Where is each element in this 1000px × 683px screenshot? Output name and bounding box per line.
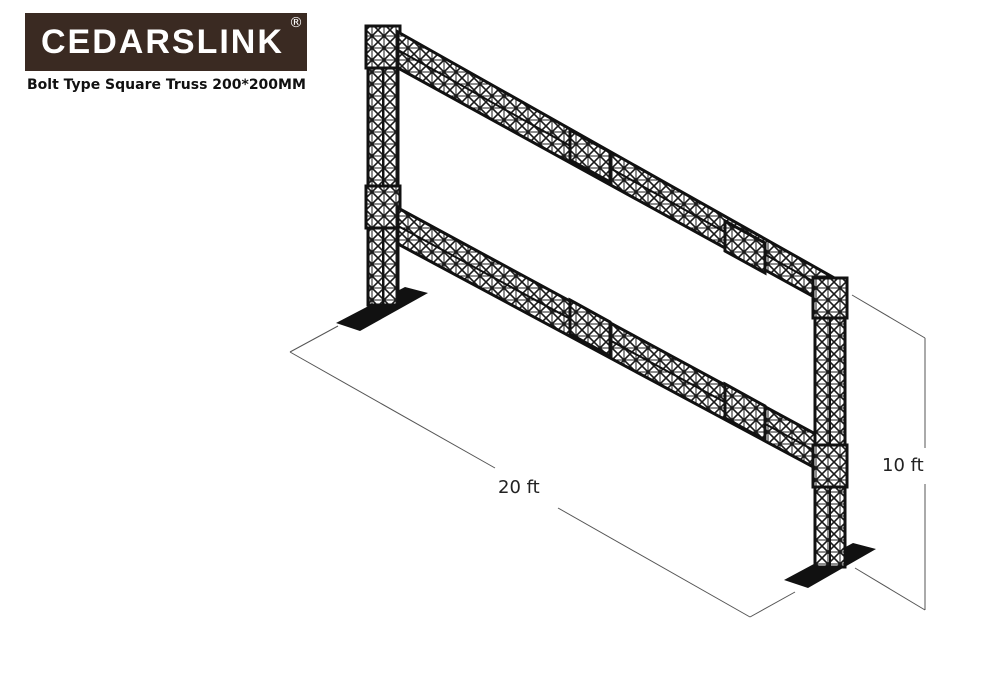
height-extension-top — [851, 294, 926, 339]
width-extension-left — [289, 325, 339, 353]
registered-mark: ® — [289, 15, 303, 31]
right-upright-truss — [811, 276, 849, 569]
dimension-lines — [289, 294, 926, 618]
width-dimension-label: 20 ft — [498, 477, 540, 498]
height-dimension-label: 10 ft — [882, 455, 924, 476]
width-extension-right — [749, 591, 796, 618]
left-upright-truss — [364, 24, 402, 307]
brand-logo: CEDARSLINK ® — [25, 13, 307, 71]
base-plate-left — [336, 287, 428, 331]
product-subtitle: Bolt Type Square Truss 200*200MM — [27, 77, 306, 93]
brand-name: CEDARSLINK — [41, 23, 284, 61]
height-extension-bottom — [854, 567, 926, 611]
width-dimension-line-b — [557, 507, 751, 618]
width-dimension-line-a — [289, 351, 496, 469]
